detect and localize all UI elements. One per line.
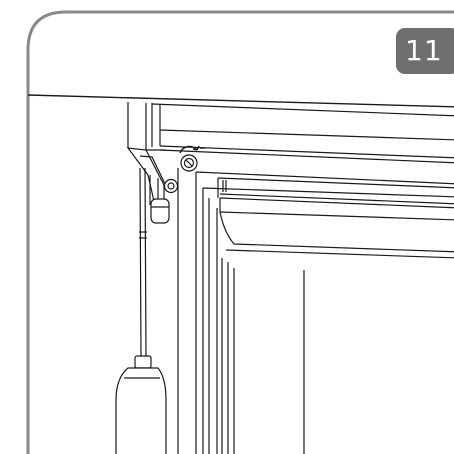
headbox (127, 102, 454, 164)
ceiling-line (27, 94, 454, 108)
adjust-screw (180, 154, 198, 172)
rotate-adjust-icon (179, 145, 205, 154)
blind-top-rail (217, 177, 454, 259)
step-number-badge: 11 (396, 28, 454, 74)
window-frame (177, 168, 454, 454)
pull-cord (139, 167, 147, 357)
pull-handle-icon (115, 355, 167, 454)
control-knob (150, 178, 179, 224)
panel-frame (26, 10, 454, 454)
